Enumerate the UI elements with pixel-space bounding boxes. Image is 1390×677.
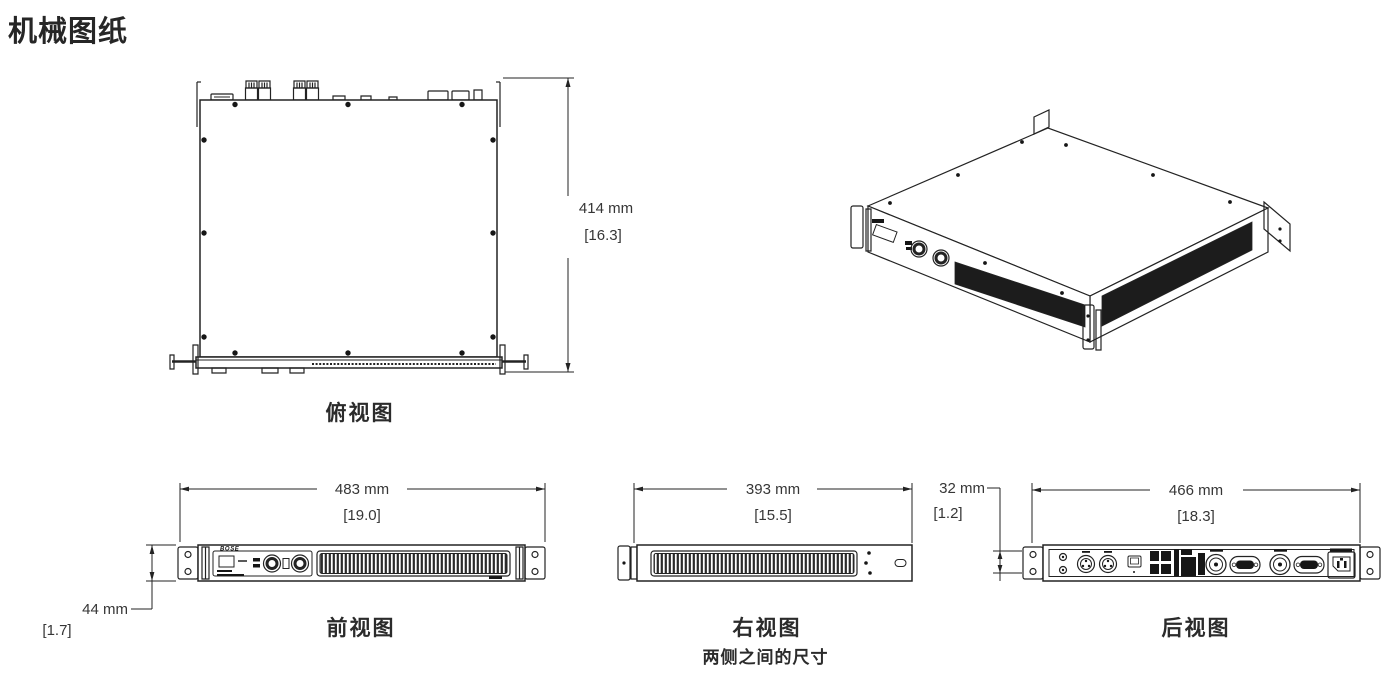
rear-panel-io-blocks <box>1150 549 1205 576</box>
rear-view-label: 后视图 <box>1161 617 1231 640</box>
rear-panel-connectors <box>1060 548 1356 579</box>
front-view-drawing: BOSE <box>131 483 545 609</box>
rear-view-ear-dimension <box>987 488 1022 581</box>
right-view-sublabel: 两侧之间的尺寸 <box>702 648 829 667</box>
right-view-depth-inches: [15.5] <box>754 507 792 524</box>
right-view-label: 右视图 <box>732 617 802 640</box>
front-panel-logo: BOSE <box>220 547 240 553</box>
front-view-height-dimension <box>131 545 176 609</box>
top-view-label: 俯视图 <box>325 402 395 425</box>
right-view-drawing <box>618 483 912 581</box>
front-view-width-inches: [19.0] <box>343 507 381 524</box>
rear-view-ear-inches: [1.2] <box>933 505 963 522</box>
rear-view-width-value: 466 mm <box>1168 482 1224 499</box>
right-view-depth-value: 393 mm <box>745 481 801 498</box>
front-view-width-dimension <box>180 483 545 542</box>
right-view-depth-dimension <box>634 483 912 543</box>
top-view-depth-dimension <box>503 78 574 372</box>
top-view-drawing <box>170 78 574 374</box>
rear-view-width-inches: [18.3] <box>1177 508 1215 525</box>
top-view-depth-value: 414 mm <box>578 200 634 217</box>
front-view-height-inches: [1.7] <box>42 622 72 639</box>
front-view-width-value: 483 mm <box>334 481 390 498</box>
top-view-depth-inches: [16.3] <box>584 227 622 244</box>
rear-view-ear-value: 32 mm <box>939 480 985 497</box>
front-view-height-value: 44 mm <box>82 601 128 618</box>
rear-view-width-dimension <box>1032 483 1360 543</box>
page-title: 机械图纸 <box>8 16 129 48</box>
iso-view-drawing <box>851 110 1290 350</box>
iso-view-screws <box>888 140 1232 295</box>
rear-view-drawing <box>987 483 1380 581</box>
top-view-screws <box>201 101 496 356</box>
top-view-xlr-connectors <box>246 81 319 100</box>
front-view-label: 前视图 <box>326 617 396 640</box>
